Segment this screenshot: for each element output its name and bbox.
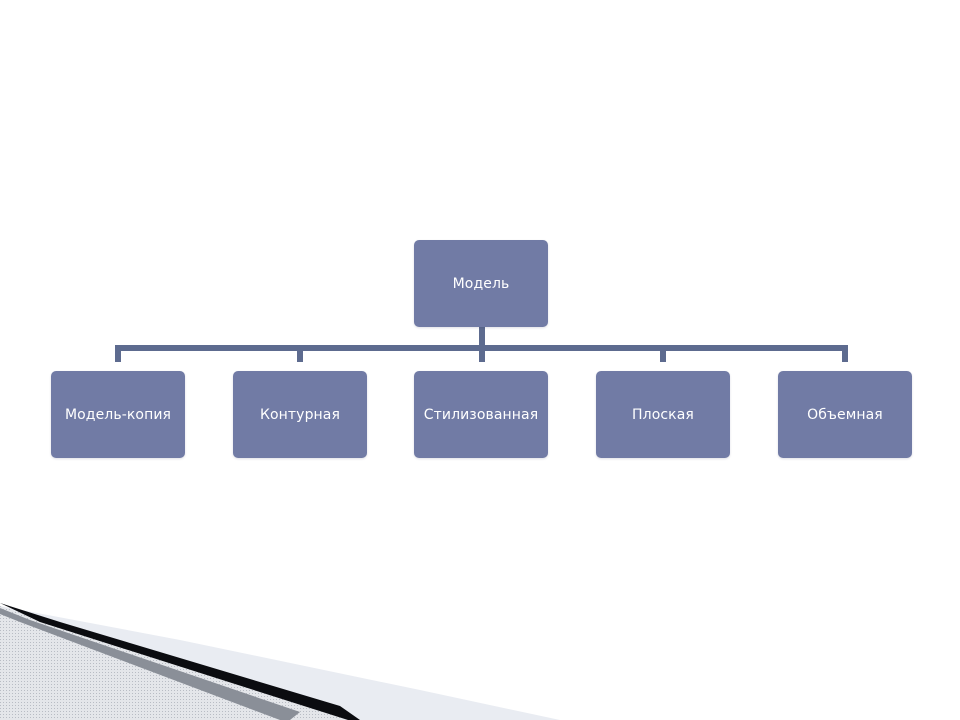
node-contour: Контурная <box>233 371 367 458</box>
connector-root-stem <box>479 327 485 349</box>
node-flat: Плоская <box>596 371 730 458</box>
node-flat-label: Плоская <box>632 406 694 423</box>
connector-drop-5 <box>842 345 848 362</box>
node-stylized: Стилизованная <box>414 371 548 458</box>
node-model-copy-label: Модель-копия <box>64 406 172 423</box>
connector-drop-3 <box>479 345 485 362</box>
node-model-copy: Модель-копия <box>51 371 185 458</box>
node-volumetric: Объемная <box>778 371 912 458</box>
connector-drop-4 <box>660 345 666 362</box>
connector-drop-1 <box>115 345 121 362</box>
decor-gray-wedge <box>0 608 300 720</box>
node-root-label: Модель <box>452 275 510 292</box>
node-stylized-label: Стилизованная <box>423 406 539 423</box>
decor-dark-wedge <box>0 603 360 720</box>
decor-light-band <box>0 606 560 720</box>
node-root: Модель <box>414 240 548 327</box>
node-contour-label: Контурная <box>259 406 341 423</box>
node-volumetric-label: Объемная <box>807 406 883 423</box>
connector-drop-2 <box>297 345 303 362</box>
